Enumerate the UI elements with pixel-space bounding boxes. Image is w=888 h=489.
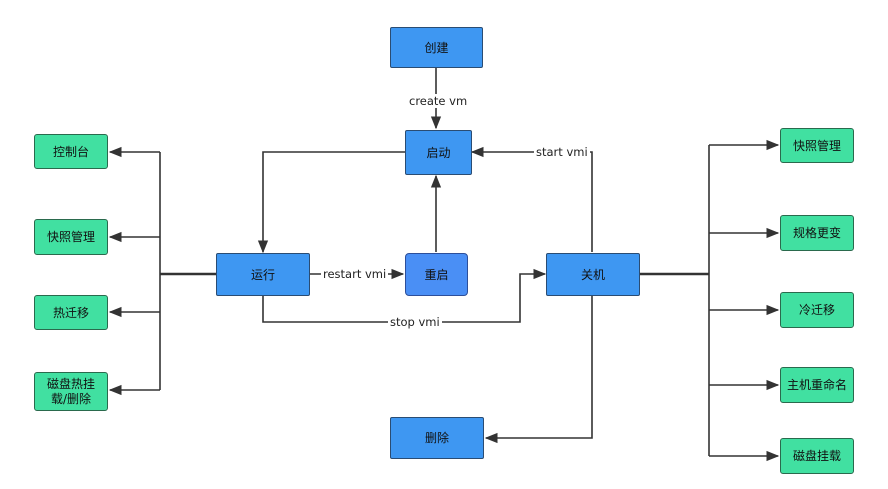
edge-shutdown-start: [470, 146, 593, 252]
label-create-vm: create vm: [407, 94, 470, 108]
left-action-live-migrate: 热迁移: [34, 295, 108, 330]
right-action-cold-migrate: 冷迁移: [780, 292, 854, 328]
left-action-hot-disk: 磁盘热挂 载/删除: [34, 372, 108, 411]
left-action-snapshot: 快照管理: [34, 219, 108, 255]
node-delete: 删除: [390, 417, 484, 459]
edge-shutdown-delete: [484, 296, 593, 444]
edge-running-shutdown: [262, 268, 547, 323]
node-reboot: 重启: [405, 253, 468, 296]
right-action-rename: 主机重命名: [780, 367, 854, 403]
right-action-disk-mount: 磁盘挂载: [780, 438, 854, 474]
label-start-vmi: start vmi: [534, 145, 590, 159]
edge-start-running: [257, 151, 405, 254]
node-running: 运行: [216, 253, 310, 296]
node-create: 创建: [390, 27, 483, 68]
right-action-snapshot: 快照管理: [780, 128, 854, 163]
label-restart-vmi: restart vmi: [321, 267, 389, 281]
right-action-resize: 规格更变: [780, 215, 854, 251]
node-shutdown: 关机: [546, 253, 640, 296]
node-start: 启动: [405, 130, 472, 175]
label-stop-vmi: stop vmi: [388, 315, 442, 329]
left-action-console: 控制台: [34, 134, 108, 169]
